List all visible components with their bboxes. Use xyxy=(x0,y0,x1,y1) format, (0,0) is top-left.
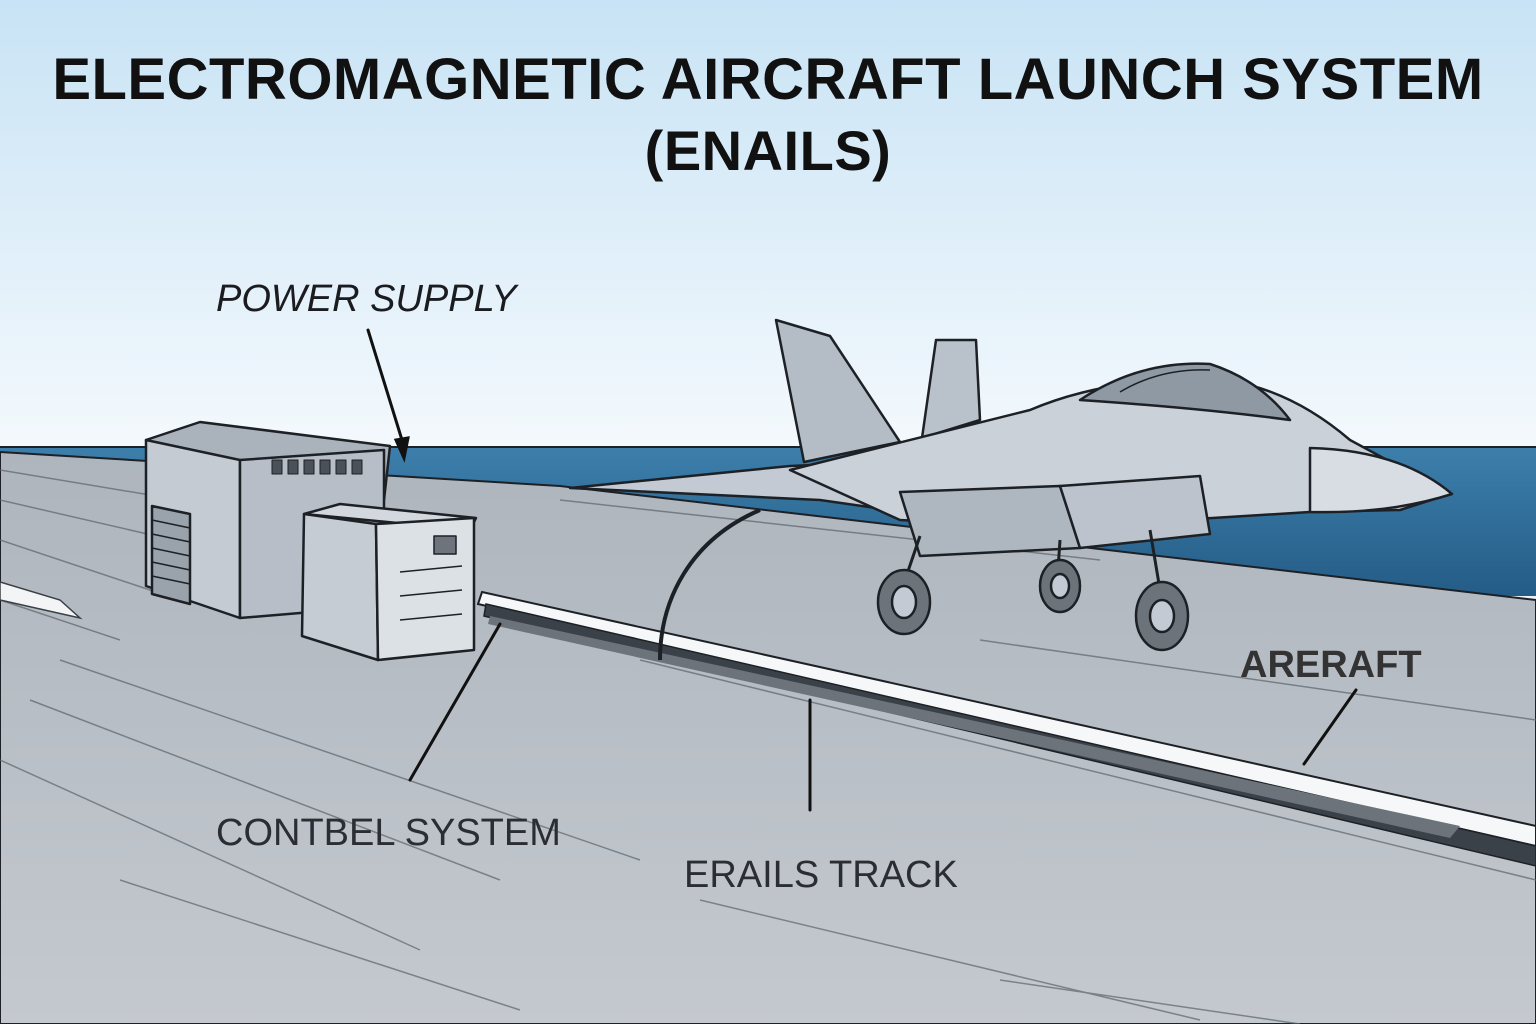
leader-control-system xyxy=(408,622,502,782)
eals-track xyxy=(476,590,1536,867)
control-system-cabinet xyxy=(300,502,478,662)
launch-cable xyxy=(658,508,761,661)
leader-aircraft xyxy=(1302,688,1358,766)
label-track: ERAILS TRACK xyxy=(684,854,958,896)
power-supply-unit xyxy=(144,420,392,620)
aircraft xyxy=(568,318,1454,652)
sky xyxy=(0,0,1536,450)
label-power-supply: POWER SUPPLY xyxy=(216,278,517,320)
label-aircraft: ARERAFT xyxy=(1240,644,1422,686)
label-control-system: CONTBEL SYSTEM xyxy=(216,812,561,854)
landing-wheels xyxy=(876,558,1190,652)
diagram-subtitle: (ENAILS) xyxy=(644,119,892,182)
diagram-title: ELECTROMAGNETIC AIRCRAFT LAUNCH SYSTEM xyxy=(52,47,1484,112)
leader-lines xyxy=(366,328,1358,812)
leader-power-supply xyxy=(366,328,404,442)
